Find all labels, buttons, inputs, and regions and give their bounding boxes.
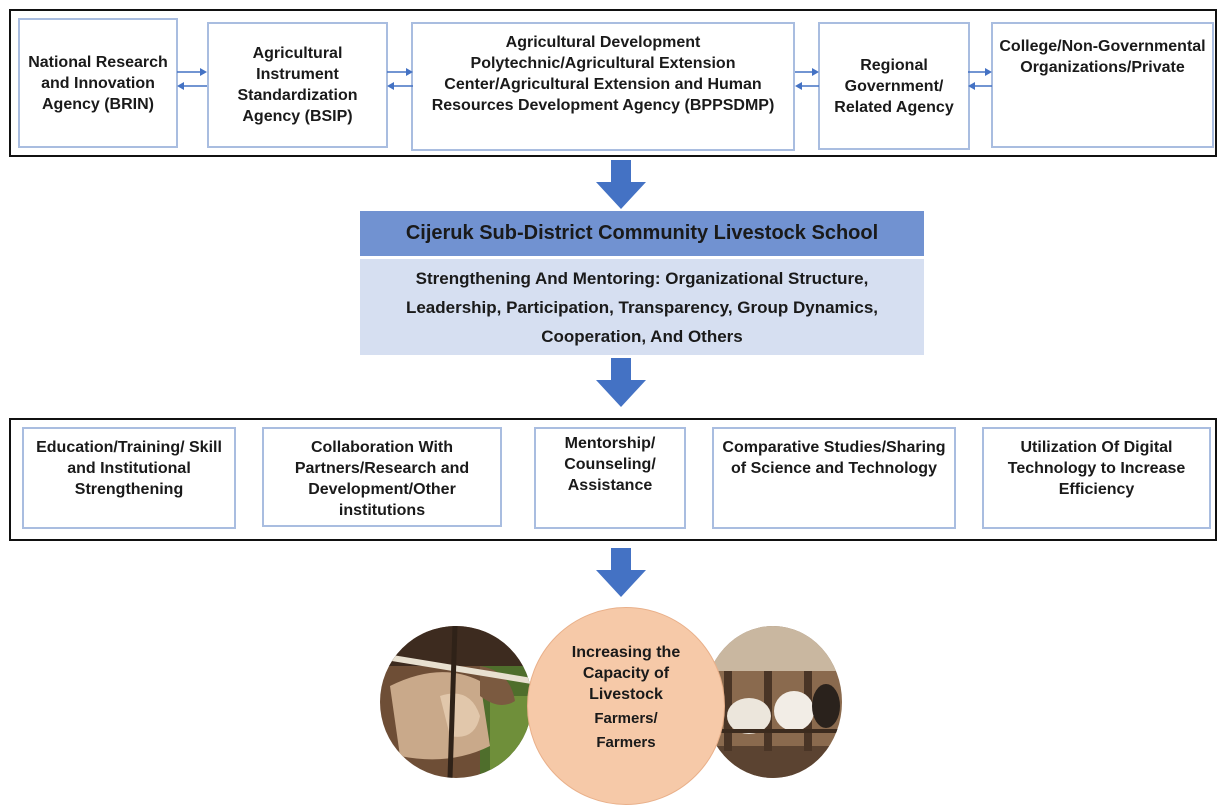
brin-label: National Research and Innovation Agency … [28, 53, 168, 113]
bidirectional-arrow-4 [967, 64, 993, 94]
outcome-line2: Farmers/ Farmers [594, 710, 658, 751]
regional-label: Regional Government/ Related Agency [834, 56, 954, 116]
bidirectional-arrow-1 [176, 64, 208, 94]
collaboration-label: Collaboration With Partners/Research and… [294, 439, 470, 519]
outcome-circle: Increasing the Capacity of Livestock Far… [527, 607, 725, 805]
bidirectional-arrow-3 [794, 64, 820, 94]
school-title: Cijeruk Sub-District Community Livestock… [405, 222, 879, 244]
outcome-line1: Increasing the Capacity of Livestock [571, 644, 681, 703]
digital-box: Utilization Of Digital Technology to Inc… [982, 427, 1211, 529]
down-arrow-1 [594, 160, 648, 215]
bppsdmp-label: Agricultural Development Polytechnic/Agr… [431, 34, 775, 114]
down-arrow-3 [594, 548, 648, 603]
bsip-box: Agricultural Instrument Standardization … [207, 22, 388, 148]
regional-box: Regional Government/ Related Agency [818, 22, 970, 150]
education-box: Education/Training/ Skill and Institutio… [22, 427, 236, 529]
bsip-label: Agricultural Instrument Standardization … [237, 45, 358, 125]
bidirectional-arrow-2 [386, 64, 414, 94]
comparative-label: Comparative Studies/Sharing of Science a… [722, 439, 946, 477]
activities-frame [9, 418, 1217, 541]
bppsdmp-box: Agricultural Development Polytechnic/Agr… [411, 22, 795, 151]
school-title-banner: Cijeruk Sub-District Community Livestock… [360, 211, 924, 256]
school-strengthening-text: Strengthening And Mentoring: Organizatio… [405, 268, 879, 346]
mentorship-box: Mentorship/ Counseling/ Assistance [534, 427, 686, 529]
digital-label: Utilization Of Digital Technology to Inc… [1007, 439, 1186, 498]
comparative-box: Comparative Studies/Sharing of Science a… [712, 427, 956, 529]
down-arrow-2 [594, 358, 648, 413]
mentorship-label: Mentorship/ Counseling/ Assistance [564, 435, 656, 494]
school-strengthening-banner: Strengthening And Mentoring: Organizatio… [360, 259, 924, 355]
cattle-photo [380, 626, 532, 778]
collaboration-box: Collaboration With Partners/Research and… [262, 427, 502, 527]
college-box: College/Non-Governmental Organizations/P… [991, 22, 1214, 148]
stakeholders-frame [9, 9, 1217, 157]
college-label: College/Non-Governmental Organizations/P… [999, 38, 1206, 76]
education-label: Education/Training/ Skill and Institutio… [36, 439, 222, 498]
brin-box: National Research and Innovation Agency … [18, 18, 178, 148]
